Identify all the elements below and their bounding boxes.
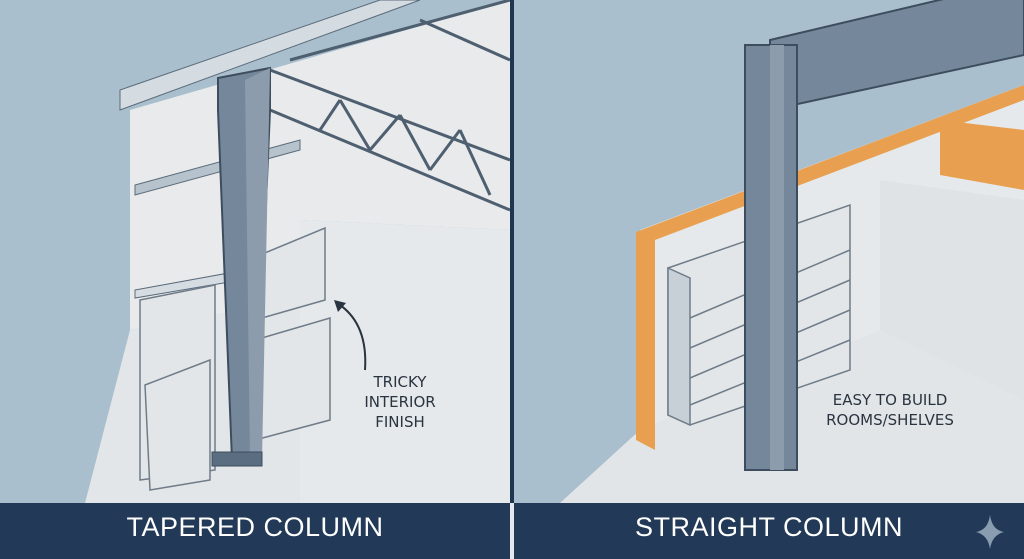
drywall-panels [139,226,331,491]
panel-divider [510,0,514,559]
tricky-finish-annotation: TRICKY INTERIOR FINISH [345,372,455,432]
tapered-column-caption: TAPERED COLUMN [126,512,384,542]
annotation-arrow [339,304,367,371]
right-panel [514,0,1024,503]
annotation-line: ROOMS/SHELVES [826,411,954,429]
straight-column [744,44,798,471]
left-panel [0,0,511,503]
annotation-line: INTERIOR [364,393,436,411]
eave-beam [119,0,421,111]
sparkle-icon [976,515,1004,549]
tapered-column [211,66,271,467]
annotation-line: EASY TO BUILD [832,391,948,409]
annotation-line: TRICKY [373,373,427,391]
annotation-line: FINISH [375,413,425,431]
easy-build-annotation: EASY TO BUILD ROOMS/SHELVES [805,390,975,430]
straight-column-caption: STRAIGHT COLUMN [634,512,904,542]
truss [269,0,511,212]
